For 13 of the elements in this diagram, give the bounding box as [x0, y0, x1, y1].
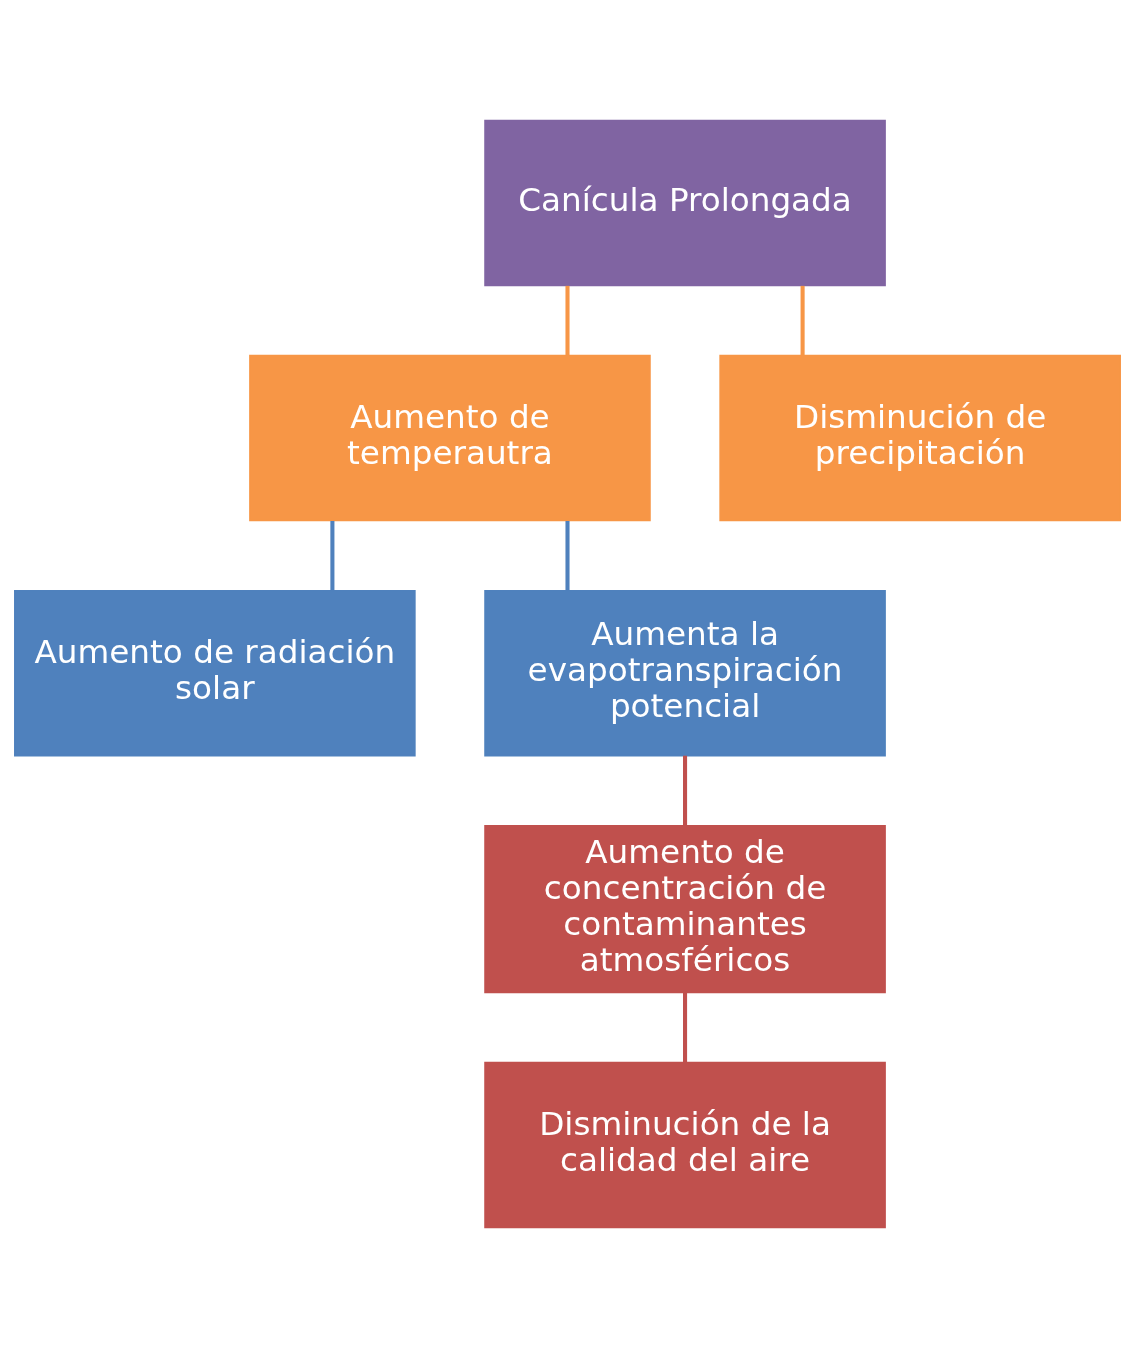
connector [683, 992, 688, 1063]
connector [330, 520, 335, 591]
connector [800, 285, 805, 356]
connector [565, 285, 570, 356]
node-box: Aumenta la evapotranspiración potencial [484, 589, 886, 757]
connector [683, 755, 688, 826]
node-box: Aumento de concentración de contaminantes atmosféricos [484, 825, 886, 994]
node-box: Disminución de precipitación [719, 354, 1121, 522]
node-box: Disminución de la calidad del aire [484, 1061, 886, 1229]
node-box: Aumento de temperautra [249, 354, 651, 522]
node-box: Aumento de radiación solar [14, 589, 416, 757]
node-box: Canícula Prolongada [484, 119, 886, 287]
connector [565, 520, 570, 591]
